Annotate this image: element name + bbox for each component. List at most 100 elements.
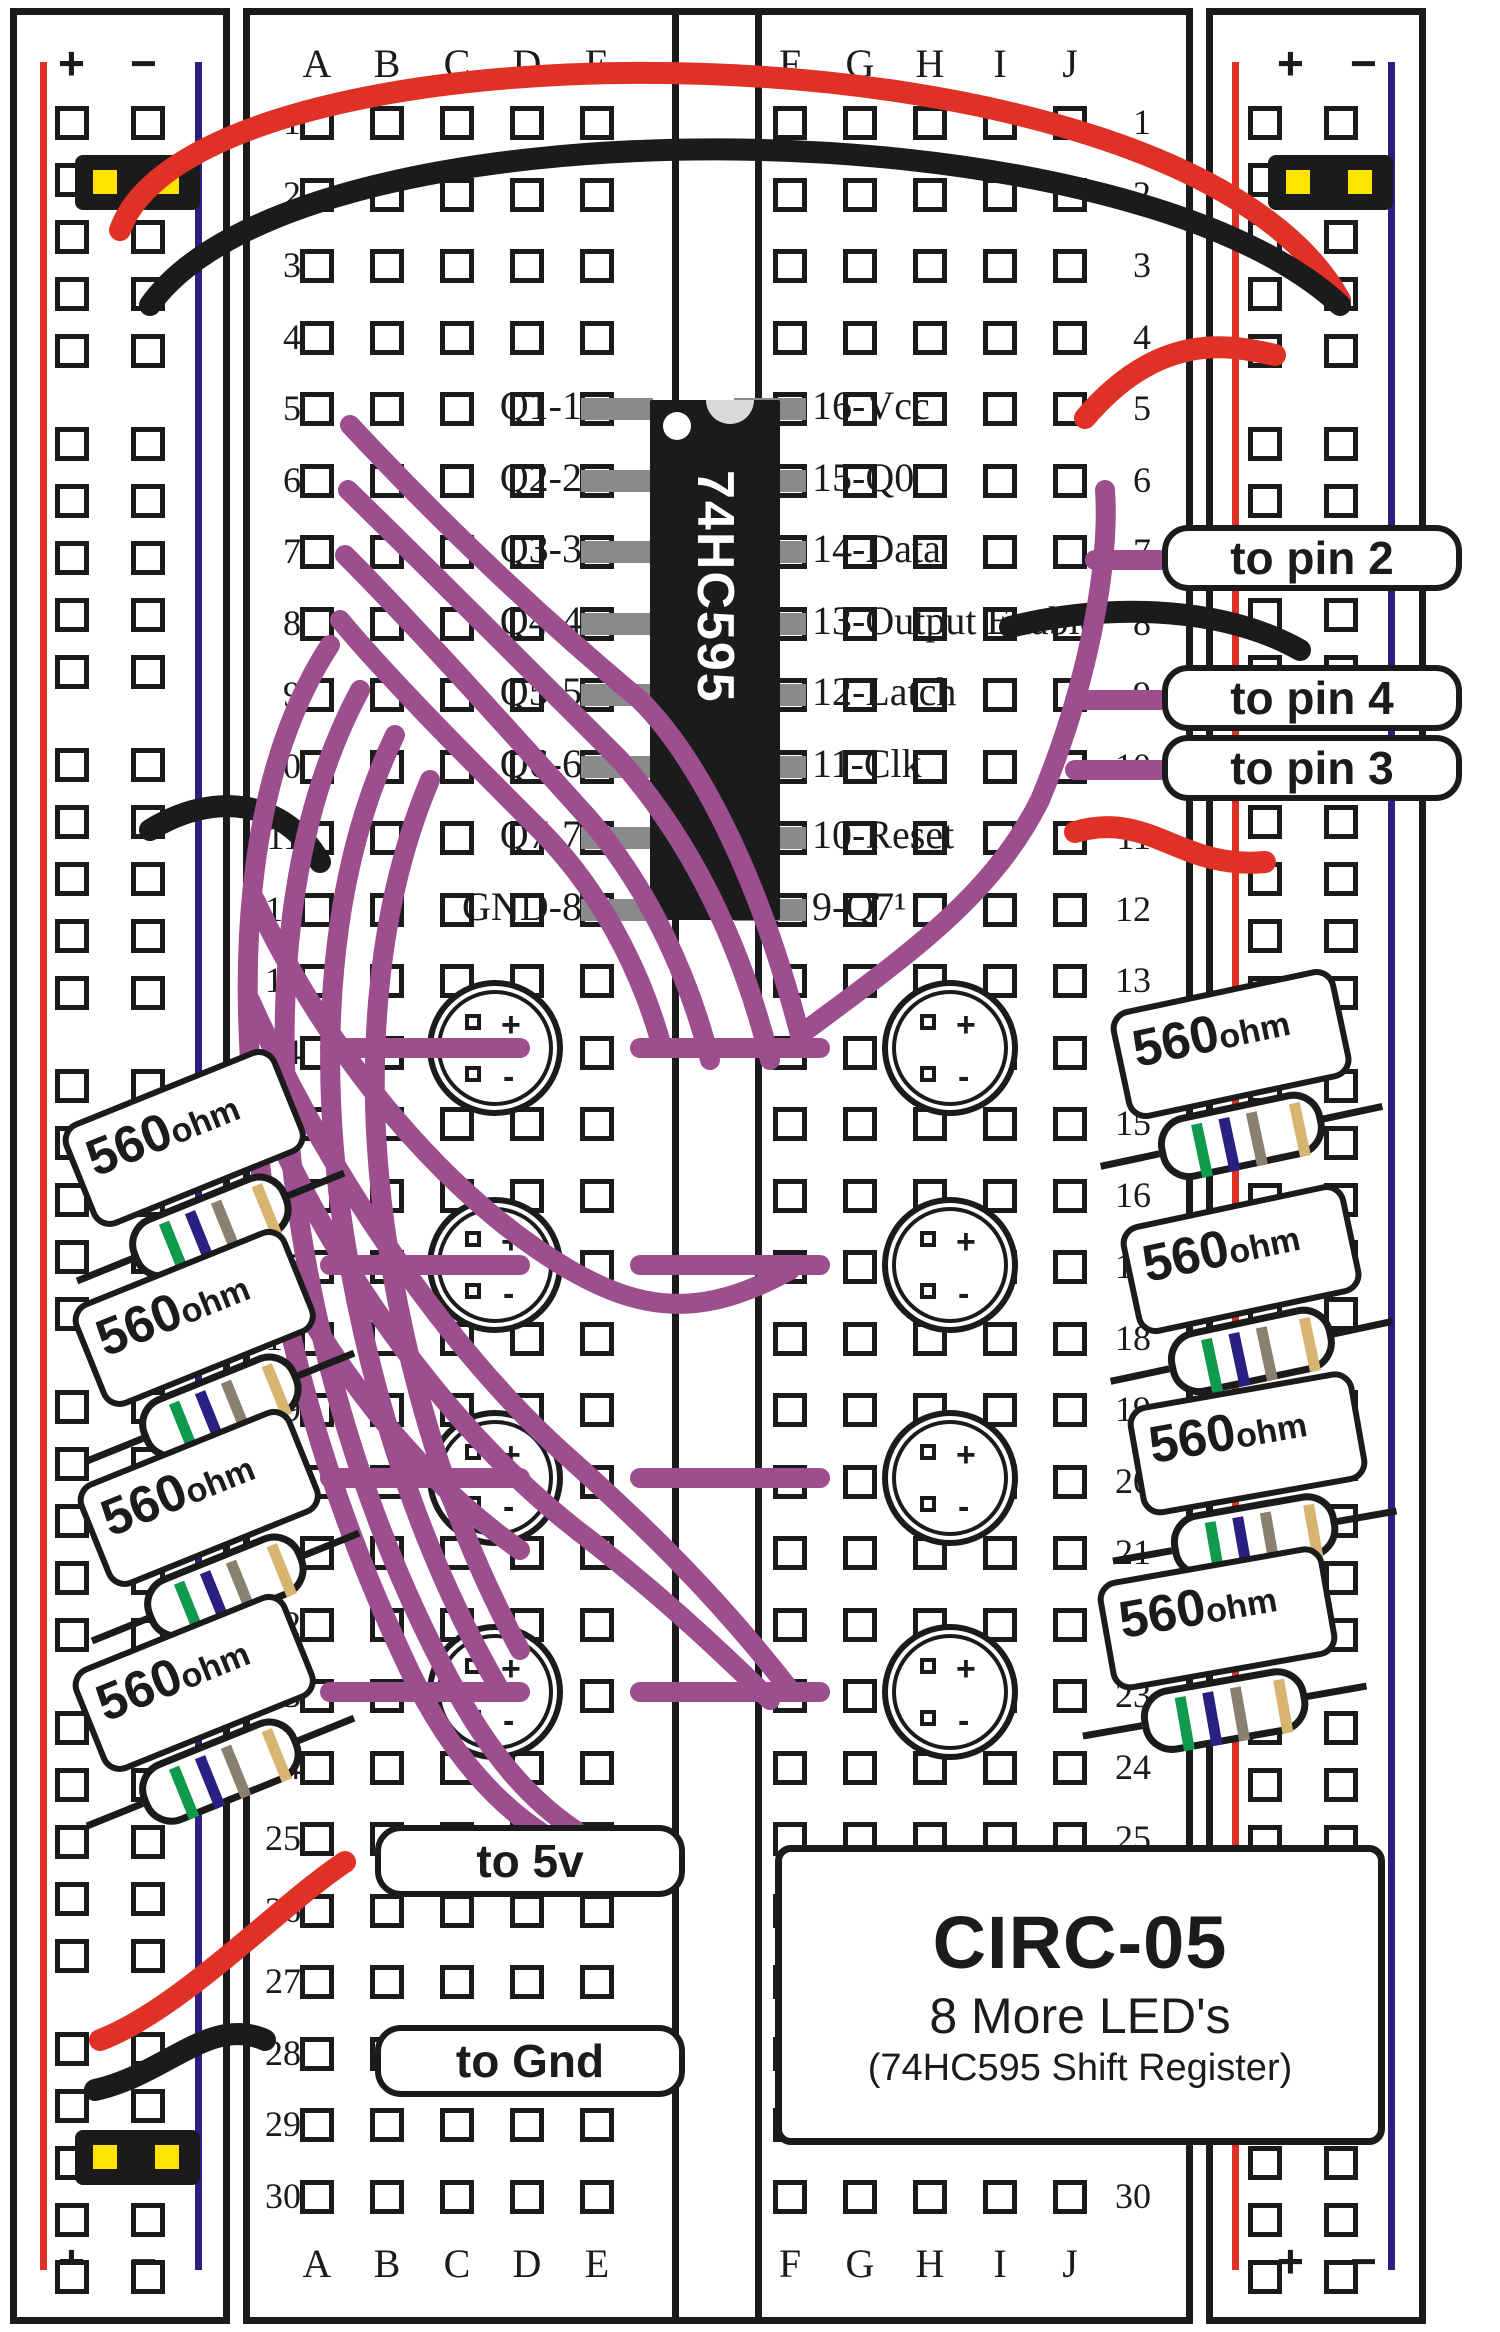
hole-I7[interactable] — [983, 535, 1017, 569]
left-rail-hole[interactable] — [55, 1882, 89, 1916]
callout-to-pin-3[interactable]: to pin 3 — [1162, 735, 1462, 801]
hole-F3[interactable] — [773, 249, 807, 283]
left-rail-hole[interactable] — [131, 427, 165, 461]
right-rail-hole[interactable] — [1248, 2260, 1282, 2294]
hole-D6[interactable] — [510, 463, 544, 498]
left-rail-hole[interactable] — [131, 1882, 165, 1916]
hole-G15[interactable] — [843, 1107, 877, 1141]
hole-H9[interactable] — [913, 678, 947, 712]
right-rail-hole[interactable] — [1324, 106, 1358, 140]
left-rail-hole[interactable] — [55, 427, 89, 461]
hole-I4[interactable] — [983, 320, 1017, 355]
hole-G10[interactable] — [843, 749, 877, 784]
right-rail-hole[interactable] — [1324, 484, 1358, 518]
left-rail-hole[interactable] — [55, 976, 89, 1010]
left-rail-hole[interactable] — [55, 1447, 89, 1481]
hole-G12[interactable] — [843, 892, 877, 927]
hole-C11[interactable] — [440, 821, 474, 855]
left-rail-hole[interactable] — [131, 748, 165, 782]
hole-A24[interactable] — [300, 1750, 334, 1785]
right-rail-hole[interactable] — [1324, 2260, 1358, 2294]
hole-E13[interactable] — [580, 964, 614, 998]
hole-E15[interactable] — [580, 1107, 614, 1141]
left-rail-hole[interactable] — [55, 2203, 89, 2237]
left-rail-hole[interactable] — [131, 541, 165, 575]
left-rail-hole[interactable] — [55, 1561, 89, 1595]
hole-D4[interactable] — [510, 320, 544, 355]
hole-G8[interactable] — [843, 606, 877, 641]
hole-A3[interactable] — [300, 249, 334, 283]
hole-G18[interactable] — [843, 1321, 877, 1356]
hole-H10[interactable] — [913, 749, 947, 784]
callout-to-pin-2[interactable]: to pin 2 — [1162, 525, 1462, 591]
left-rail-hole[interactable] — [55, 484, 89, 518]
hole-C29[interactable] — [440, 2108, 474, 2142]
hole-I21[interactable] — [983, 1536, 1017, 1570]
hole-I16[interactable] — [983, 1178, 1017, 1213]
hole-E2[interactable] — [580, 177, 614, 212]
hole-J22[interactable] — [1053, 1607, 1087, 1642]
hole-A28[interactable] — [300, 2036, 334, 2071]
hole-G17[interactable] — [843, 1250, 877, 1284]
hole-D5[interactable] — [510, 392, 544, 426]
hole-C6[interactable] — [440, 463, 474, 498]
hole-D29[interactable] — [510, 2108, 544, 2142]
left-rail-hole[interactable] — [55, 334, 89, 368]
hole-I18[interactable] — [983, 1321, 1017, 1356]
hole-A27[interactable] — [300, 1965, 334, 1999]
hole-H6[interactable] — [913, 463, 947, 498]
right-rail-hole[interactable] — [1324, 1711, 1358, 1745]
hole-B26[interactable] — [370, 1893, 404, 1928]
left-rail-hole[interactable] — [55, 1825, 89, 1859]
left-rail-hole[interactable] — [55, 1939, 89, 1973]
hole-G11[interactable] — [843, 821, 877, 855]
hole-J3[interactable] — [1053, 249, 1087, 283]
right-rail-hole[interactable] — [1248, 427, 1282, 461]
hole-D7[interactable] — [510, 535, 544, 569]
hole-D3[interactable] — [510, 249, 544, 283]
hole-E3[interactable] — [580, 249, 614, 283]
hole-F4[interactable] — [773, 320, 807, 355]
hole-J12[interactable] — [1053, 892, 1087, 927]
hole-G4[interactable] — [843, 320, 877, 355]
hole-H5[interactable] — [913, 392, 947, 426]
hole-G23[interactable] — [843, 1679, 877, 1713]
left-rail-hole[interactable] — [55, 220, 89, 254]
hole-J15[interactable] — [1053, 1107, 1087, 1141]
right-rail-hole[interactable] — [1324, 427, 1358, 461]
hole-G2[interactable] — [843, 177, 877, 212]
hole-H4[interactable] — [913, 320, 947, 355]
hole-J16[interactable] — [1053, 1178, 1087, 1213]
hole-C12[interactable] — [440, 892, 474, 927]
hole-F16[interactable] — [773, 1178, 807, 1213]
hole-E14[interactable] — [580, 1035, 614, 1070]
hole-E23[interactable] — [580, 1679, 614, 1713]
hole-E19[interactable] — [580, 1393, 614, 1427]
hole-J30[interactable] — [1053, 2179, 1087, 2214]
hole-G30[interactable] — [843, 2179, 877, 2214]
right-rail-hole[interactable] — [1248, 2146, 1282, 2180]
left-rail-hole[interactable] — [55, 598, 89, 632]
left-rail-hole[interactable] — [55, 2089, 89, 2123]
hole-G5[interactable] — [843, 392, 877, 426]
left-rail-hole[interactable] — [131, 2089, 165, 2123]
right-rail-hole[interactable] — [1324, 805, 1358, 839]
hole-C4[interactable] — [440, 320, 474, 355]
hole-H3[interactable] — [913, 249, 947, 283]
hole-I6[interactable] — [983, 463, 1017, 498]
hole-A4[interactable] — [300, 320, 334, 355]
hole-J6[interactable] — [1053, 463, 1087, 498]
hole-F18[interactable] — [773, 1321, 807, 1356]
hole-F15[interactable] — [773, 1107, 807, 1141]
left-rail-hole[interactable] — [131, 919, 165, 953]
hole-H2[interactable] — [913, 177, 947, 212]
left-rail-hole[interactable] — [131, 1825, 165, 1859]
hole-J23[interactable] — [1053, 1679, 1087, 1713]
hole-G19[interactable] — [843, 1393, 877, 1427]
hole-H11[interactable] — [913, 821, 947, 855]
left-rail-hole[interactable] — [55, 1240, 89, 1274]
right-rail-hole[interactable] — [1324, 598, 1358, 632]
hole-A5[interactable] — [300, 392, 334, 426]
callout-to-5v[interactable]: to 5v — [375, 1825, 685, 1897]
hole-A29[interactable] — [300, 2108, 334, 2142]
